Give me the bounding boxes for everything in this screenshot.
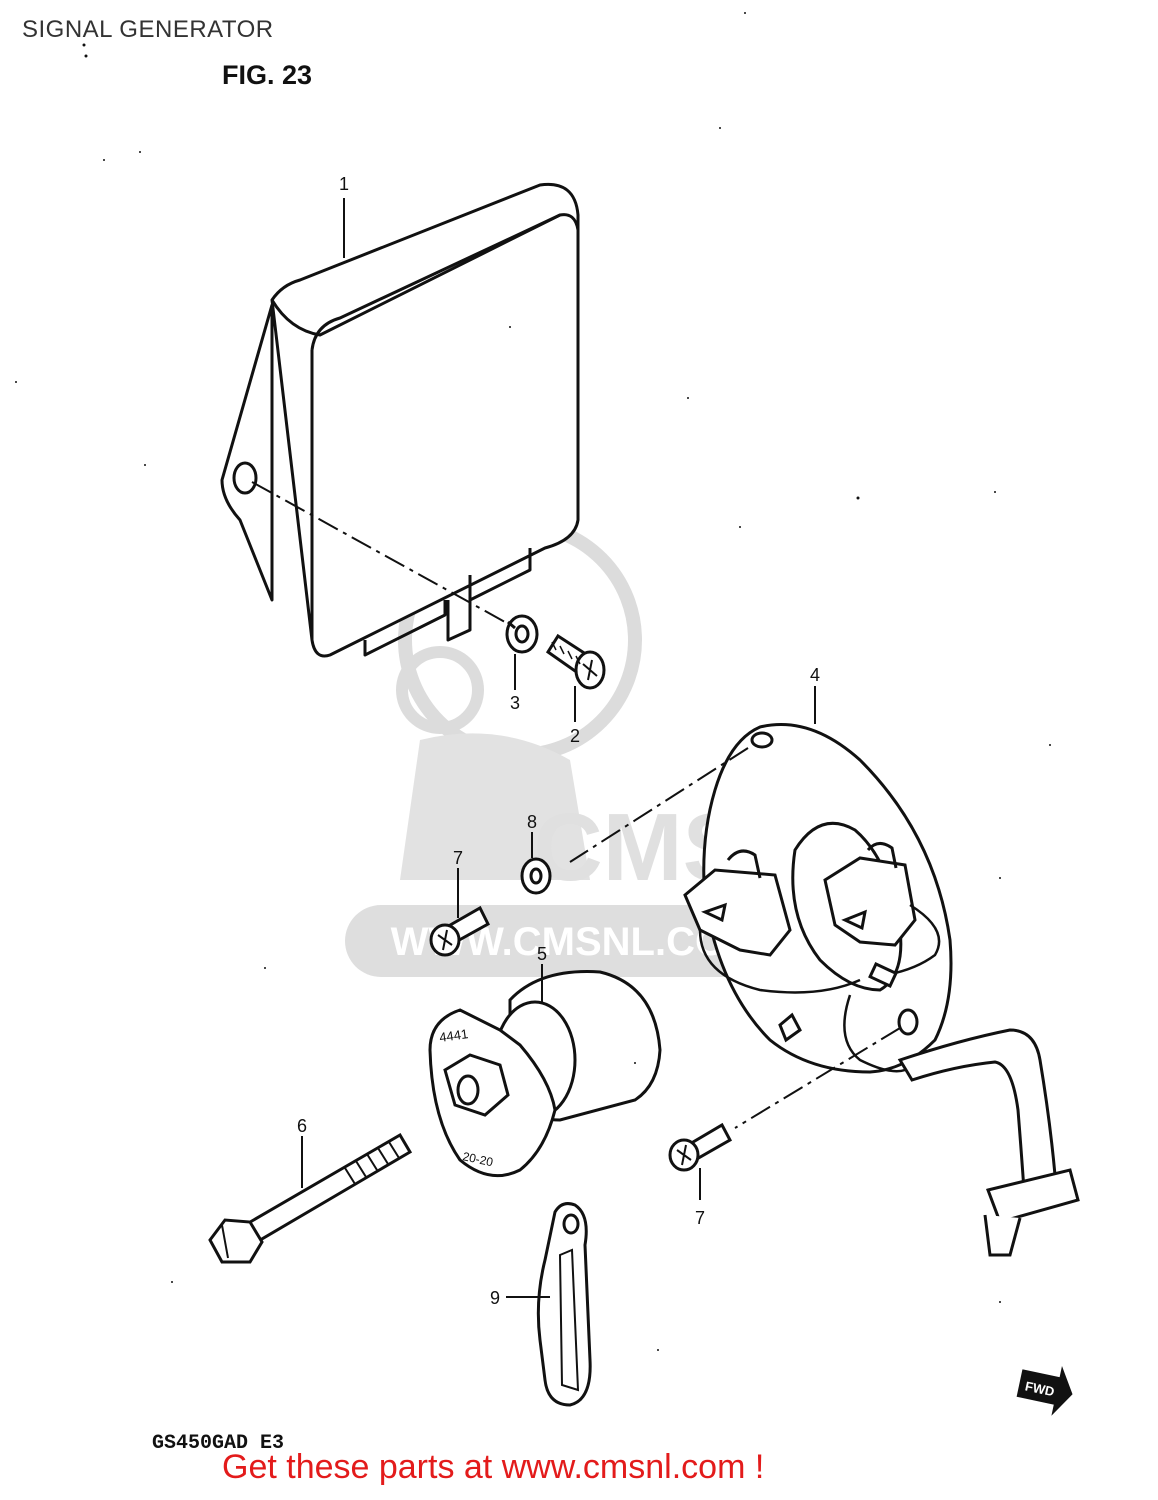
model-code: GS450GAD E3 [152,1432,285,1455]
cdi-unit-body [270,182,580,658]
wire-grommet [986,1168,1080,1224]
callout-1: 1 [339,174,349,194]
wire-terminal [778,1012,802,1043]
pickup-wire-3 [843,994,906,1073]
wire-clamp [868,962,898,988]
fwd-label: FWD [1024,1378,1056,1399]
figure-label: FIG. 23 [222,60,313,90]
leader-dashdot-2 [569,747,749,863]
cdi-unit-tab [446,595,472,642]
part-3-lock-washer [505,614,539,654]
part-7-screw-left [429,905,490,957]
pickup-plate-inner-cutout [791,821,903,992]
page-title: SIGNAL GENERATOR [22,16,274,43]
callout-9: 9 [490,1288,500,1308]
bolt-shank [242,1132,413,1246]
cdi-unit-connector-a [363,600,447,657]
callout-5: 5 [537,944,547,964]
pickup-coil-b [823,856,917,947]
pickup-plate-hole-bottom [897,1008,919,1036]
callout-8: 8 [527,812,537,832]
part-1-cdi-unit [220,182,580,658]
part-6-bolt [208,1132,413,1264]
part-4-pickup-plate [683,723,1080,1257]
callouts: 1 2 3 4 5 6 7 7 8 9 [297,174,820,1308]
cdi-unit-top-edge [270,213,561,337]
cdi-unit-flange [220,303,274,602]
rotor-grade-marking: 20-20 [461,1149,494,1169]
callout-7-left: 7 [453,848,463,868]
callout-4: 4 [810,665,820,685]
part-8-washer [520,857,552,895]
clamp-slot [558,1248,580,1392]
part-7-screw-right [668,1122,733,1172]
cdi-unit-front-edge [310,213,580,351]
wire-harness-end [983,1214,1022,1257]
pickup-coil-b-screw [866,842,898,869]
pickup-coil-a-tab [701,902,727,923]
pickup-plate-hole-top [750,731,774,749]
forward-direction-badge: FWD [1016,1366,1073,1416]
rotor-bore [456,1074,480,1106]
bolt-hex-head [208,1218,264,1264]
leader-dashdot-3 [734,1027,901,1129]
cdi-unit-connector-b [468,548,532,602]
scan-specks [15,12,1051,1351]
callout-7-right: 7 [695,1208,705,1228]
leader-dashdot-1 [251,481,506,623]
pickup-wire-2 [884,903,941,977]
cdi-unit-mount-hole [232,461,258,495]
pickup-coil-a-screw [726,849,762,879]
part-9-clamp [536,1202,592,1407]
part-2-screw [545,633,606,690]
callout-2: 2 [570,726,580,746]
clamp-hole [562,1213,580,1235]
pickup-coil-b-tab [841,909,867,931]
clamp-strap [536,1202,592,1407]
watermark-head [396,646,484,734]
bolt-thread [344,1141,400,1185]
part-5-signal-rotor: 4441 20-20 [428,970,662,1178]
pickup-coil-a [683,868,792,957]
callout-6: 6 [297,1116,307,1136]
callout-3: 3 [510,693,520,713]
pickup-wire-1 [698,929,861,994]
watermark-figure [400,733,590,880]
fwd-arrow-icon [1016,1366,1073,1416]
footer-link-text[interactable]: Get these parts at www.cmsnl.com ! [222,1448,765,1486]
rotor-code-marking: 4441 [438,1026,469,1045]
